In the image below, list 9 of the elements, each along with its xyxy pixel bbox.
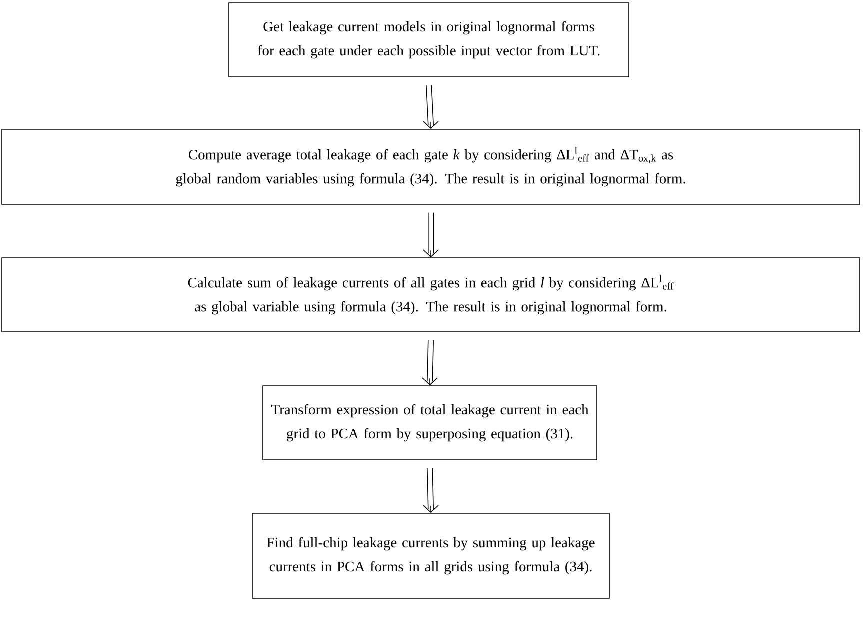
double-arrow [422,340,438,386]
process-box: Compute average total leakage of each gate k by considering ΔL$^{l}$$_{eff}$ and ΔT$_{ox,k}$ as global random variables using formula (34). The result is in original lognormal form. [2,129,860,205]
process-box: Get leakage current models in original lognormal forms for each gate under each possible input vector from LUT. [228,2,630,78]
process-box: Calculate sum of leakage currents of all gates in each grid l by considering ΔL$^{l}$eff as global variable using formula (34). The result is in original lognormal form. [2,258,860,332]
process-box: Find full-chip leakage currents by summing up leakage currents in PCA forms in all grids using formula (34). [252,513,610,599]
process-box: Transform expression of total leakage current in each grid to PCA form by superposing equation (31). [262,386,598,460]
double-arrow [423,85,439,130]
double-arrow [423,212,439,258]
double-arrow [423,468,439,514]
